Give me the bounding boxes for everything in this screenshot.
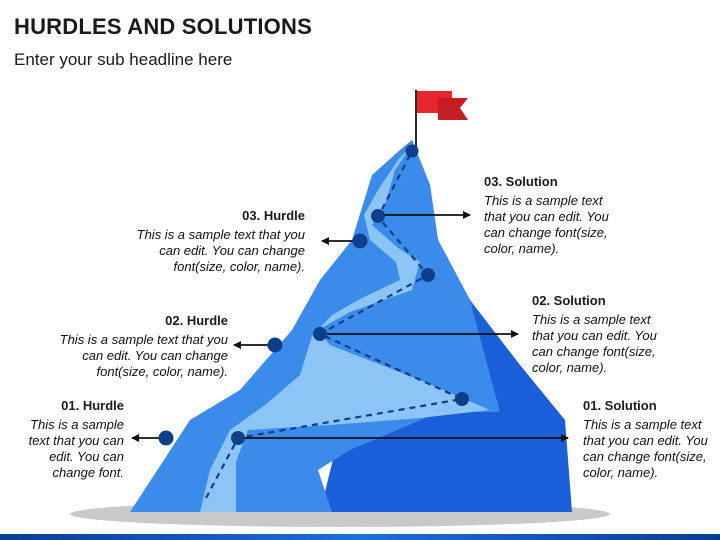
hurdle-3-node (352, 233, 368, 249)
hurdle-1-text: This is a sample text that you can edit.… (28, 417, 124, 480)
solution-3-text: This is a sample text that you can edit.… (484, 193, 609, 256)
hurdle-3-text: This is a sample text that you can edit.… (136, 227, 305, 274)
hurdle-2-label: 02. Hurdle This is a sample text that yo… (52, 313, 228, 380)
solution-2-label: 02. Solution This is a sample text that … (532, 293, 660, 376)
summit-node (405, 144, 419, 158)
hurdle-3-heading: 03. Hurdle (242, 208, 305, 223)
solution-2-node (313, 327, 327, 341)
hurdle-1-node (158, 430, 174, 446)
solution-3-heading: 03. Solution (484, 174, 558, 189)
hurdle-3-label: 03. Hurdle This is a sample text that yo… (130, 208, 305, 275)
solution-1-label: 01. Solution This is a sample text that … (583, 398, 713, 481)
solution-1-node (231, 431, 245, 445)
solution-1-text: This is a sample text that you can edit.… (583, 417, 708, 480)
solution-2-text: This is a sample text that you can edit.… (532, 312, 657, 375)
mountain-light-trail (200, 145, 490, 512)
hurdle-1-label: 01. Hurdle This is a sample text that yo… (14, 398, 124, 481)
hurdle-2-node (267, 337, 283, 353)
path-node (421, 268, 435, 282)
page-subtitle: Enter your sub headline here (14, 50, 233, 69)
solution-1-heading: 01. Solution (583, 398, 657, 413)
page-title: HURDLES AND SOLUTIONS (14, 14, 312, 39)
footer-band (0, 534, 720, 540)
path-node (455, 392, 469, 406)
hurdle-2-text: This is a sample text that you can edit.… (59, 332, 228, 379)
solution-2-heading: 02. Solution (532, 293, 606, 308)
mountain-mid-face (130, 140, 500, 512)
solution-3-node (371, 209, 385, 223)
hurdle-1-heading: 01. Hurdle (61, 398, 124, 413)
flag-tail (438, 98, 468, 120)
hurdle-2-heading: 02. Hurdle (165, 313, 228, 328)
solution-3-label: 03. Solution This is a sample text that … (484, 174, 612, 257)
